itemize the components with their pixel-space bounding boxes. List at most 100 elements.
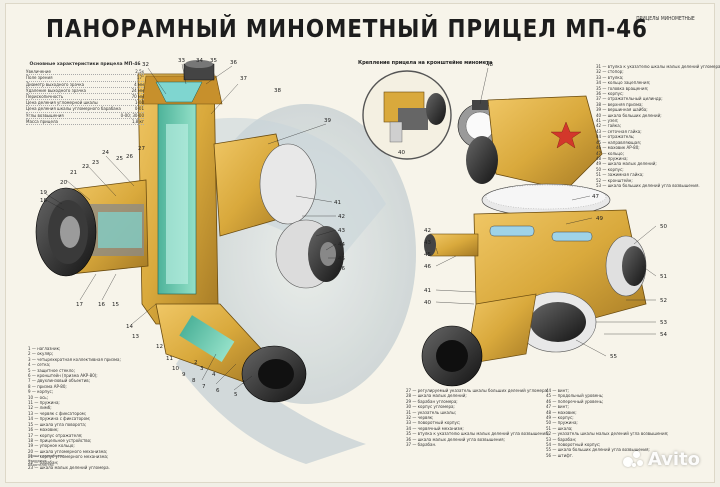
legend-item: 37 — барабан. <box>406 442 437 448</box>
legend-item: 52 — кронштейн; <box>596 177 633 183</box>
legend-item: 55 — шкала больших делений угла возвышен… <box>546 447 650 453</box>
avito-logo-icon <box>622 450 645 469</box>
legend-item: 39 — вершинная шайба; <box>596 107 648 113</box>
spec-label: Увеличение <box>26 69 51 75</box>
legend-bottom-right: 44 — винт;45 — продольный уровень;46 — п… <box>546 388 668 458</box>
svg-text:24: 24 <box>102 150 109 156</box>
legend-item: 10 — ось; <box>28 394 48 400</box>
legend-item: 46 — маховик АР-80; <box>596 145 640 151</box>
legend-item: 31 — втулка к указателю шкалы малых деле… <box>596 64 720 69</box>
spec-label: Перископичность <box>26 94 64 100</box>
svg-text:18: 18 <box>40 198 47 204</box>
legend-item: 2 — окуляр; <box>28 351 54 357</box>
legend-item: 42 — гайка; <box>596 123 621 129</box>
legend-item: 51 — зажимная гайка; <box>596 172 644 178</box>
legend-item: 13 — червяк с фиксатором; <box>28 410 87 416</box>
svg-text:46: 46 <box>338 266 345 272</box>
spec-value: 1,8 кг <box>131 118 144 124</box>
legend-item: 9 — корпус; <box>28 389 54 395</box>
svg-text:42: 42 <box>338 214 345 220</box>
specs-heading: Основные характеристики прицела МП-46 <box>29 62 141 67</box>
svg-text:46: 46 <box>424 264 431 270</box>
spec-row: Цена деления шкалы угломерного барабана 0… <box>26 106 144 113</box>
spec-value: 0-00; 30-00 <box>120 112 144 118</box>
legend-item: 44 — винт; <box>546 388 569 393</box>
legend-item: 51 — шкала; <box>546 425 573 431</box>
spec-value: 4 мм <box>134 81 144 87</box>
spec-value: 17° <box>136 75 144 81</box>
legend-item: 28 — шкала малых делений; <box>406 393 467 399</box>
legend-item: 38 — верхняя призма; <box>596 101 643 107</box>
spec-label: Цена деления шкалы угломерного барабана <box>26 106 121 112</box>
legend-item: 6 — кронштейн (призма АКР-80); <box>28 373 98 379</box>
spec-label: Удаление выходного зрачка <box>26 87 86 93</box>
legend-item: 37 — отражательный цилиндр; <box>596 96 663 102</box>
legend-item: 49 — шкала малых делений; <box>596 161 657 167</box>
legend-item: 56 — штифт. <box>546 452 574 458</box>
legend-item: 36 — корпус; <box>596 91 624 97</box>
svg-text:3: 3 <box>200 366 204 372</box>
legend-item: 17 — корпус отражателя; <box>28 432 83 438</box>
spec-label: Поле зрения <box>26 75 53 81</box>
svg-text:13: 13 <box>132 334 139 340</box>
legend-item: 27 — регулируемый указатель шкалы больши… <box>406 388 549 393</box>
svg-text:11: 11 <box>166 356 173 362</box>
spec-row: Удаление выходного зрачка 24 мм <box>26 87 144 95</box>
imprint-line: Издательство <box>28 463 54 468</box>
svg-text:4: 4 <box>212 372 216 378</box>
spec-value: 24 мм <box>131 87 144 93</box>
legend-item: 32 — червяк; <box>406 415 434 421</box>
legend-item: 14 — пружина с фиксатором; <box>28 416 91 422</box>
legend-left: 1 — наглазник;2 — окуляр;3 — четырехкрат… <box>28 346 148 470</box>
svg-text:42: 42 <box>424 228 431 234</box>
svg-text:20: 20 <box>60 180 67 186</box>
spec-label: Масса прицела <box>26 118 58 124</box>
svg-text:22: 22 <box>82 164 89 170</box>
svg-text:37: 37 <box>240 76 247 82</box>
svg-text:5: 5 <box>234 392 238 398</box>
legend-item: 36 — шкала малых делений угла возвышения… <box>406 436 505 442</box>
legend-item: 43 — сеточная гайка; <box>596 128 642 134</box>
legend-item: 48 — пружина; <box>596 155 628 161</box>
legend-item: 48 — маховик; <box>546 409 577 415</box>
legend-item: 40 — шкала больших делений; <box>596 112 662 118</box>
legend-item: 49 — корпус; <box>546 415 574 421</box>
svg-text:52: 52 <box>660 298 667 304</box>
svg-text:17: 17 <box>76 302 83 308</box>
legend-item: 16 — маховик; <box>28 427 59 433</box>
poster-stamp: ПРИЦЕЛЫ МИНОМЕТНЫЕ <box>636 16 695 22</box>
legend-item: 53 — барабан; <box>546 436 577 442</box>
svg-text:43: 43 <box>424 240 431 246</box>
poster-title: ПАНОРАМНЫЙ МИНОМЕТНЫЙ ПРИЦЕЛ МП-46 <box>46 14 648 43</box>
svg-text:51: 51 <box>660 274 667 280</box>
svg-text:32: 32 <box>142 62 149 68</box>
svg-text:39: 39 <box>324 118 331 124</box>
legend-item: 47 — винт; <box>546 404 569 410</box>
svg-text:14: 14 <box>126 324 133 330</box>
legend-item: 29 — барабан угломера; <box>406 398 458 404</box>
specs-table: Основные характеристики прицела МП-46 Ув… <box>26 62 144 126</box>
sight-illustration: 32 33 34 35 36 37 38 39 41 42 43 44 45 4… <box>35 58 667 464</box>
legend-item: 44 — отражатель; <box>596 134 635 140</box>
svg-text:33: 33 <box>178 58 185 64</box>
spec-label: Цена деления угломерной шкалы <box>26 100 98 106</box>
legend-item: 22 — барабан; <box>28 459 59 465</box>
spec-value: 0-01 <box>134 106 144 112</box>
legend-item: 50 — корпус; <box>596 166 624 172</box>
legend-item: 12 — лимб; <box>28 405 52 411</box>
legend-item: 32 — стопор; <box>596 69 624 75</box>
legend-item: 41 — узел; <box>596 118 619 124</box>
legend-item: 18 — прицельное устройство; <box>28 437 92 443</box>
svg-text:21: 21 <box>70 170 77 176</box>
svg-text:40: 40 <box>398 150 405 156</box>
legend-item: 45 — направляющая; <box>596 139 641 145</box>
spec-row: Поле зрения 17° <box>26 75 144 82</box>
svg-text:12: 12 <box>156 344 163 350</box>
legend-item: 20 — шкала угломерного механизма; <box>28 448 108 454</box>
legend-item: 4 — сетка; <box>28 362 51 368</box>
svg-text:45: 45 <box>338 256 345 262</box>
